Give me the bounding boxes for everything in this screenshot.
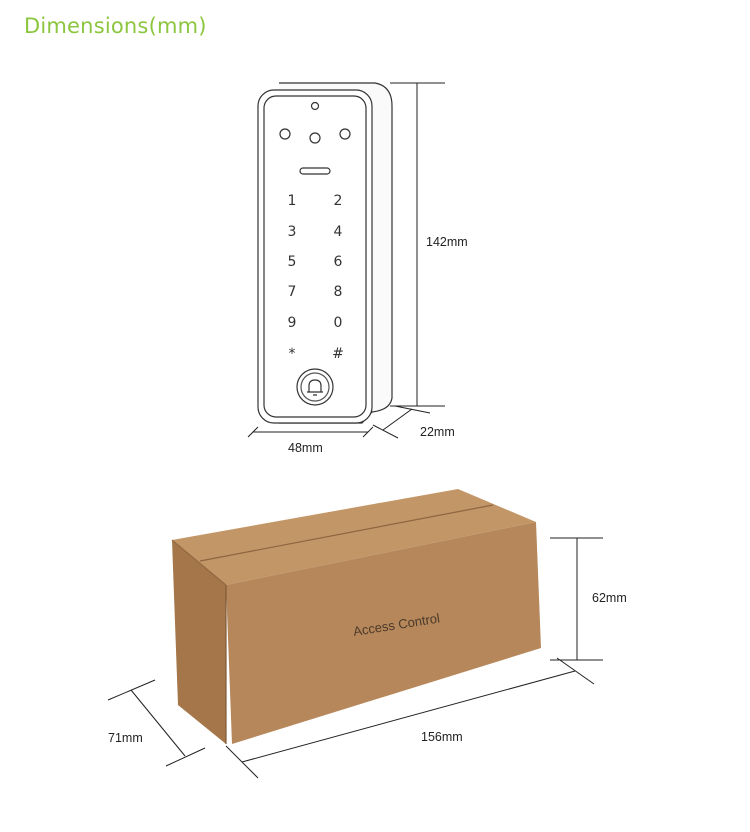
keypad-keys: 1 2 3 4 5 6 7 8 9 0 * #	[288, 193, 344, 362]
key-star: *	[289, 346, 296, 362]
box-width-label: 71mm	[108, 731, 143, 745]
device-width-label: 48mm	[288, 441, 323, 455]
key-5: 5	[288, 254, 297, 270]
device-height-label: 142mm	[426, 235, 468, 249]
box-height-label: 62mm	[592, 591, 627, 605]
key-9: 9	[288, 315, 297, 331]
box-length-label: 156mm	[421, 730, 463, 744]
box-dimension-lines	[107, 537, 603, 779]
key-6: 6	[334, 254, 343, 270]
device-dimension-lines	[247, 82, 445, 439]
key-0: 0	[334, 315, 343, 331]
page-title: Dimensions(mm)	[24, 14, 207, 38]
key-8: 8	[334, 284, 343, 300]
key-7: 7	[288, 284, 297, 300]
key-4: 4	[334, 224, 343, 240]
key-1: 1	[288, 193, 297, 209]
keypad-device-illustration	[257, 82, 393, 424]
cardboard-box-illustration	[171, 489, 541, 744]
key-hash: #	[332, 346, 344, 362]
key-2: 2	[334, 193, 343, 209]
device-depth-label: 22mm	[420, 425, 455, 439]
key-3: 3	[288, 224, 297, 240]
